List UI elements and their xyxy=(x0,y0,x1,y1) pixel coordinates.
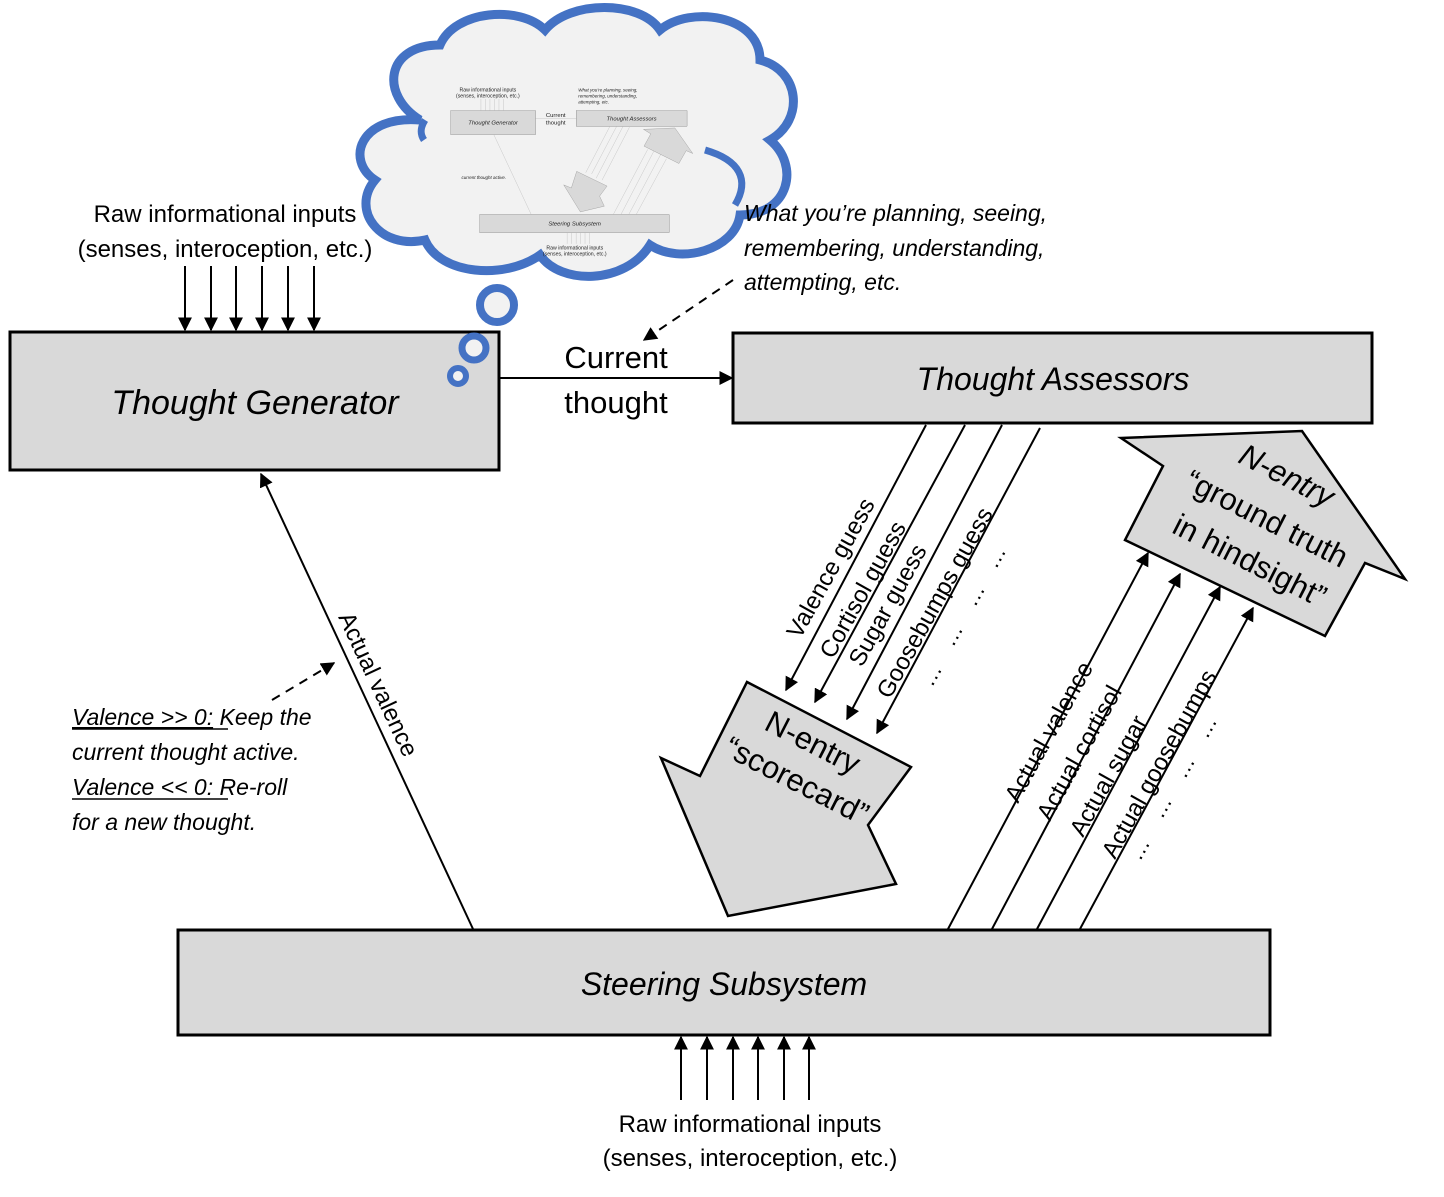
bubble-circle-medium-overlay xyxy=(458,332,490,364)
raw-inputs-top-line1: Raw informational inputs xyxy=(94,201,357,228)
mini-valence-note: current thought active. xyxy=(461,175,506,180)
mini-thought-label: thought xyxy=(546,120,566,126)
guess-arrows: Valence guess Cortisol guess Sugar guess… xyxy=(782,424,1041,735)
thought-assessors-label: Thought Assessors xyxy=(917,361,1190,397)
actual-valence-label: Actual valence xyxy=(333,608,423,761)
thought-assessors: Thought Assessors xyxy=(731,331,1374,425)
actual-arrow-cortisol xyxy=(991,572,1181,930)
mini-note-line3: attempting, etc. xyxy=(578,99,609,104)
guess-ellipsis: … xyxy=(979,541,1012,572)
thought-generator-box xyxy=(8,330,501,472)
thought-generator-label: Thought Generator xyxy=(111,384,400,422)
raw-input-arrows-top xyxy=(178,266,321,332)
ground-truth-arrow: N-entry “ground truth in hindsight” xyxy=(1117,429,1409,638)
raw-inputs-bottom-line2: (senses, interoception, etc.) xyxy=(603,1145,898,1172)
valence-positive-action: Keep the xyxy=(213,704,311,730)
mini-raw-inputs-top-line2: (senses, interoception, etc.) xyxy=(456,94,520,100)
valence-note-line4: for a new thought. xyxy=(72,809,256,835)
current-thought-note: What you’re planning, seeing, rememberin… xyxy=(642,200,1047,341)
note-dashed-arrow xyxy=(642,279,734,341)
valence-note-line2: current thought active. xyxy=(72,739,300,765)
raw-inputs-top: Raw informational inputs (senses, intero… xyxy=(78,201,373,332)
raw-inputs-bottom: Raw informational inputs (senses, intero… xyxy=(603,1035,898,1172)
actual-arrow-goosebumps xyxy=(1079,606,1254,930)
bubble-circle-small-overlay xyxy=(447,365,469,387)
actual-arrow-valence xyxy=(947,551,1149,930)
current-thought-connector: Current thought xyxy=(500,340,734,420)
mini-thought-assessors-label: Thought Assessors xyxy=(606,117,656,123)
note-line3: attempting, etc. xyxy=(744,269,901,295)
mini-current-label: Current xyxy=(546,113,566,119)
mini-steering-subsystem-label: Steering Subsystem xyxy=(548,222,601,228)
steering-subsystem: Steering Subsystem xyxy=(176,928,1272,1037)
scorecard-arrow-shape xyxy=(658,680,913,918)
guess-ellipsis: … xyxy=(936,619,969,650)
guess-ellipsis: … xyxy=(958,579,991,610)
actual-valence-arrow xyxy=(259,472,474,930)
raw-inputs-top-line2: (senses, interoception, etc.) xyxy=(78,236,373,263)
mini-thought-generator-label: Thought Generator xyxy=(468,120,519,126)
ground-truth-arrow-shape xyxy=(1117,429,1409,638)
guess-arrow-goosebumps xyxy=(876,427,1041,735)
mini-diagram: Thought Generator Thought Assessors Stee… xyxy=(450,88,693,258)
guess-arrow-cortisol xyxy=(814,424,966,704)
steering-subsystem-box xyxy=(176,928,1272,1037)
valence-positive-condition: Valence >> 0: xyxy=(72,704,213,730)
guess-arrow-sugar xyxy=(846,424,1003,721)
mini-raw-inputs-bottom-line1: Raw informational inputs xyxy=(546,246,603,252)
current-thought-label-line1: Current xyxy=(564,340,668,375)
note-line2: remembering, understanding, xyxy=(744,235,1044,261)
mini-raw-inputs-bottom-line2: (senses, interoception, etc.) xyxy=(543,252,607,258)
raw-inputs-bottom-line1: Raw informational inputs xyxy=(619,1111,882,1138)
thought-bubble: Thought Generator Thought Assessors Stee… xyxy=(355,3,798,387)
mini-note-line1: What you’re planning, seeing, xyxy=(578,88,637,93)
scorecard-arrow: N-entry “scorecard” xyxy=(658,680,913,918)
cloud-inner-arc xyxy=(417,118,429,142)
guess-ellipsis: … xyxy=(915,659,948,690)
bubble-circle-large xyxy=(476,284,518,326)
actual-arrow-sugar xyxy=(1036,585,1221,930)
guess-arrow-valence xyxy=(785,424,927,692)
raw-input-arrows-bottom xyxy=(674,1035,816,1100)
valence-negative-condition: Valence << 0: xyxy=(72,774,213,800)
cloud-inner-arc xyxy=(703,146,746,207)
note-line1: What you’re planning, seeing, xyxy=(744,200,1047,226)
valence-note: Valence >> 0: Keep the current thought a… xyxy=(72,704,312,835)
valence-note-line1: Valence >> 0: Keep the xyxy=(72,704,312,730)
thought-generator: Thought Generator xyxy=(8,330,501,472)
thought-assessors-box xyxy=(731,331,1374,425)
valence-negative-action: Re-roll xyxy=(213,774,288,800)
valence-note-line3: Valence << 0: Re-roll xyxy=(72,774,288,800)
current-thought-label-line2: thought xyxy=(564,385,668,420)
thought-cloud xyxy=(355,3,798,281)
steering-subsystem-label: Steering Subsystem xyxy=(581,966,867,1002)
valence-note-dashed-arrow xyxy=(271,662,336,701)
mini-raw-inputs-top-line1: Raw informational inputs xyxy=(459,88,516,94)
actual-arrows: Actual valence Actual cortisol Actual su… xyxy=(947,551,1254,930)
mini-note-line2: remembering, understanding, xyxy=(578,93,637,98)
actual-valence-connector: Actual valence xyxy=(259,472,474,930)
